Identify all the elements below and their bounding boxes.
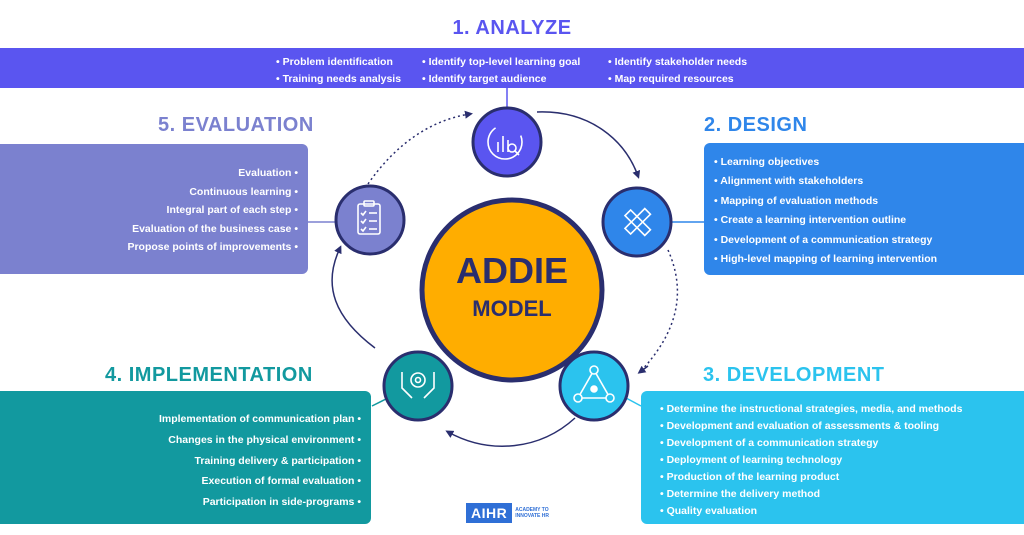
hands-gear-icon <box>401 372 435 399</box>
analyze-item: Training needs analysis <box>276 73 422 85</box>
analyze-panel: Problem identification Identify top-leve… <box>0 48 1024 88</box>
implementation-item: Execution of formal evaluation <box>0 471 361 492</box>
development-item: Quality evaluation <box>660 503 1024 520</box>
implementation-panel: Implementation of communication plan Cha… <box>0 391 371 524</box>
implementation-step-circle <box>382 350 454 422</box>
analyze-items: Problem identification Identify top-leve… <box>276 56 758 85</box>
design-item: Mapping of evaluation methods <box>714 192 1024 211</box>
implementation-item: Participation in side-programs <box>0 492 361 513</box>
design-step-circle <box>601 186 673 258</box>
arrow-evaluation-to-analyze <box>367 110 473 185</box>
arrow-analyze-to-design <box>536 111 641 179</box>
design-panel: Learning objectives Alignment with stake… <box>704 143 1024 275</box>
aihr-logo: AIHR ACADEMY TO INNOVATE HR <box>466 502 555 523</box>
analyze-item: Identify target audience <box>422 73 608 85</box>
arrow-design-to-development-dotted <box>639 249 679 373</box>
design-item: Development of a communication strategy <box>714 231 1024 250</box>
evaluation-panel: Evaluation Continuous learning Integral … <box>0 144 308 274</box>
analyze-item: Identify top-level learning goal <box>422 56 608 68</box>
chart-search-icon <box>487 124 523 160</box>
analyze-item: Map required resources <box>608 73 758 85</box>
checklist-icon <box>357 200 381 235</box>
evaluation-item: Evaluation of the business case <box>0 220 298 239</box>
development-item: Determine the instructional strategies, … <box>660 401 1024 418</box>
implementation-item: Changes in the physical environment <box>0 430 361 451</box>
design-item: Learning objectives <box>714 153 1024 172</box>
evaluation-item: Propose points of improvements <box>0 238 298 257</box>
evaluation-title: 5. EVALUATION <box>158 114 314 136</box>
evaluation-item: Integral part of each step <box>0 201 298 220</box>
analyze-step-circle <box>471 106 543 178</box>
evaluation-item: Continuous learning <box>0 183 298 202</box>
development-item: Production of the learning product <box>660 469 1024 486</box>
implementation-item: Training delivery & participation <box>0 451 361 472</box>
arrow-development-to-implementation <box>445 417 576 447</box>
design-item: High-level mapping of learning intervent… <box>714 250 1024 269</box>
logo-tagline: ACADEMY TO INNOVATE HR <box>515 506 549 519</box>
addie-center-circle <box>419 197 605 383</box>
logo-mark: AIHR <box>466 502 513 523</box>
evaluation-item: Evaluation <box>0 164 298 183</box>
development-item: Development of a communication strategy <box>660 435 1024 452</box>
analyze-item: Identify stakeholder needs <box>608 56 758 68</box>
design-item: Create a learning intervention outline <box>714 211 1024 230</box>
analyze-item: Problem identification <box>276 56 422 68</box>
center-title-line1: ADDIE <box>456 250 568 291</box>
center-title-line2: MODEL <box>472 296 551 321</box>
development-item: Development and evaluation of assessment… <box>660 418 1024 435</box>
development-item: Determine the delivery method <box>660 486 1024 503</box>
arrow-implementation-to-evaluation <box>331 245 376 349</box>
network-triangle-icon <box>573 365 615 403</box>
development-item: Deployment of learning technology <box>660 452 1024 469</box>
evaluation-step-circle <box>334 184 406 256</box>
design-item: Alignment with stakeholders <box>714 172 1024 191</box>
analyze-title: 1. ANALYZE <box>452 17 572 39</box>
design-title: 2. DESIGN <box>704 114 808 136</box>
development-step-circle <box>558 350 630 422</box>
development-panel: Determine the instructional strategies, … <box>641 391 1024 524</box>
development-title: 3. DEVELOPMENT <box>703 364 885 386</box>
implementation-item: Implementation of communication plan <box>0 409 361 430</box>
implementation-title: 4. IMPLEMENTATION <box>105 364 313 386</box>
ruler-pencil-icon <box>623 207 652 237</box>
arrow-design-to-development-head <box>637 365 649 374</box>
development-connector <box>625 397 642 407</box>
